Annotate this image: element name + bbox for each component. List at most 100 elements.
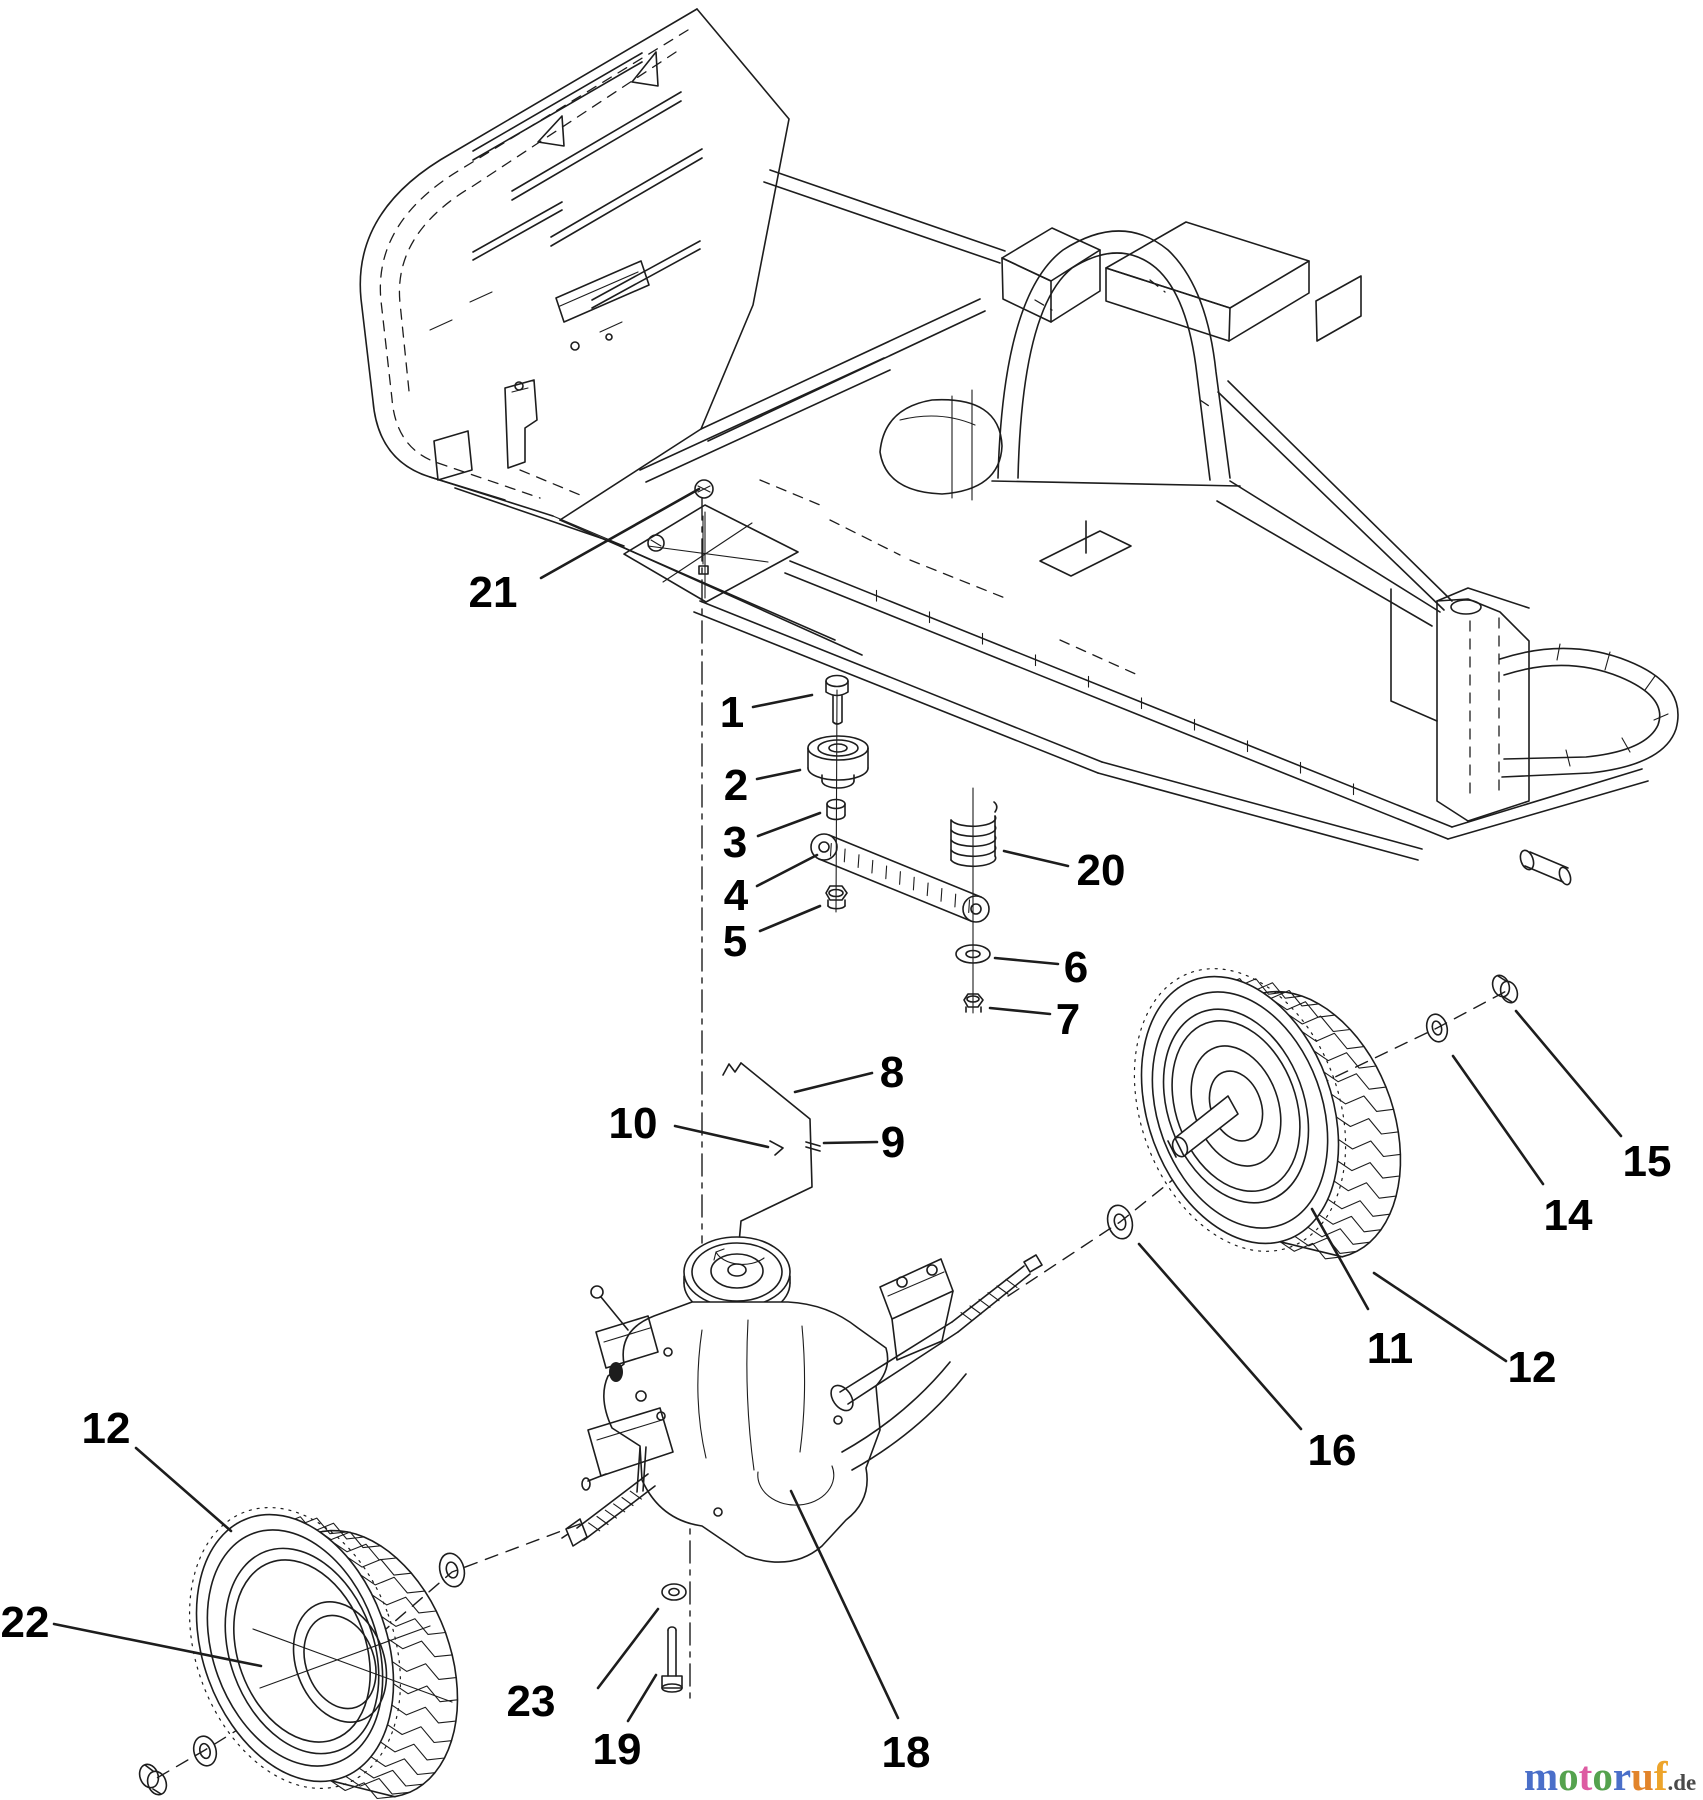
- callout-label-10: 10: [609, 1099, 658, 1148]
- hatch-tick: [613, 1503, 626, 1513]
- tread-chevron: [360, 1574, 426, 1594]
- tread-chevron: [1330, 1093, 1395, 1112]
- callout-label-6: 6: [1064, 943, 1088, 992]
- idler-hardware: [807, 674, 990, 923]
- callout-label-16: 16: [1308, 1426, 1357, 1475]
- hitch-pin: [1519, 849, 1572, 886]
- tread-chevron: [391, 1704, 457, 1724]
- leader-line-10: [673, 1124, 770, 1149]
- callout-label-20: 20: [1077, 846, 1126, 895]
- axle-shaft-left: [561, 1473, 656, 1547]
- leader-lines: [52, 487, 1623, 1723]
- tread-chevron: [1272, 999, 1336, 1018]
- watermark-letter: t: [1578, 1753, 1593, 1799]
- callout-label-5: 5: [723, 917, 747, 966]
- washer-left-outer: [192, 1735, 218, 1767]
- idler-arm-4: [810, 833, 990, 923]
- mounting-plate-21: [623, 479, 799, 603]
- hatch-tick: [885, 865, 888, 880]
- tread-chevron: [386, 1724, 453, 1744]
- leader-line-12: [134, 1446, 233, 1533]
- rear-wheel-right-rim: [1140, 975, 1340, 1245]
- tread-chevron: [392, 1683, 459, 1703]
- hatch-tick: [843, 848, 846, 863]
- callout-label-11: 11: [1367, 1324, 1414, 1373]
- watermark-letter: u: [1631, 1753, 1654, 1799]
- callout-label-1: 1: [720, 688, 744, 737]
- transaxle-18: [561, 1236, 1043, 1563]
- callout-label-12: 12: [82, 1404, 131, 1453]
- callout-label-9: 9: [881, 1118, 905, 1167]
- watermark-letter: r: [1612, 1753, 1632, 1799]
- leader-line-11: [1310, 1207, 1370, 1311]
- callout-label-7: 7: [1056, 995, 1080, 1044]
- leader-line-1: [751, 693, 814, 709]
- hatch-tick: [629, 1490, 642, 1500]
- washer-23: [661, 1583, 687, 1601]
- hatch-tick: [954, 893, 957, 908]
- tread-chevron: [330, 1780, 396, 1800]
- leader-line-9: [822, 1140, 879, 1145]
- hatch-tick: [940, 888, 943, 902]
- hatch-tick: [960, 1312, 973, 1322]
- callout-label-8: 8: [880, 1048, 904, 1097]
- brake-rod-8: [722, 1062, 821, 1244]
- transaxle-bracket: [841, 1258, 967, 1471]
- leader-line-12: [1372, 1271, 1508, 1363]
- callout-label-18: 18: [882, 1728, 931, 1777]
- tread-chevron: [1287, 1013, 1351, 1033]
- leader-line-22: [52, 1622, 263, 1668]
- hatch-tick: [857, 854, 860, 868]
- cotter-clip-10: [769, 1140, 784, 1156]
- spring-20: [950, 801, 998, 868]
- tread-chevron: [1333, 1180, 1397, 1199]
- engine-mount-boxes: [1001, 221, 1362, 342]
- callout-label-19: 19: [593, 1725, 642, 1774]
- watermark-letter: o: [1558, 1753, 1579, 1799]
- tread-chevron: [370, 1756, 436, 1776]
- console-panel: [359, 8, 790, 547]
- hatch-marks: [588, 589, 1355, 1532]
- spring-hardware: [950, 787, 998, 1014]
- leader-line-7: [988, 1006, 1052, 1016]
- washer-14: [1425, 1013, 1449, 1043]
- idler-pulley-2: [807, 735, 869, 789]
- rear-bumper-loop: [1499, 643, 1679, 778]
- washer-6: [955, 944, 991, 964]
- hatch-tick: [1005, 1278, 1018, 1288]
- callout-label-2: 2: [724, 761, 748, 810]
- shift-lever-cluster: [581, 1285, 674, 1493]
- leader-line-6: [993, 956, 1060, 966]
- tread-chevron: [387, 1638, 453, 1658]
- watermark-letter: o: [1592, 1753, 1613, 1799]
- hatch-tick: [596, 1515, 609, 1526]
- tread-chevron: [358, 1767, 424, 1787]
- leader-line-14: [1451, 1054, 1545, 1186]
- tread-chevron: [1323, 1071, 1387, 1090]
- leader-line-5: [758, 904, 822, 933]
- callout-label-15: 15: [1623, 1137, 1672, 1186]
- tread-chevron: [391, 1661, 457, 1680]
- watermark-letter: f: [1653, 1753, 1668, 1799]
- watermark-word: motoruf: [1524, 1753, 1667, 1799]
- bolt-19: [661, 1626, 683, 1693]
- callout-label-12: 12: [1508, 1343, 1557, 1392]
- watermark-suffix: .de: [1667, 1770, 1697, 1795]
- tread-chevron: [1294, 1235, 1358, 1254]
- tread-chevron: [1337, 1160, 1401, 1179]
- leader-line-20: [1002, 849, 1070, 868]
- tread-chevron: [346, 1556, 412, 1576]
- hatch-tick: [588, 1522, 601, 1532]
- hatch-tick: [996, 1285, 1009, 1295]
- washer-left-inner: [438, 1552, 466, 1588]
- tread-chevron: [380, 1615, 447, 1635]
- nut-7: [963, 993, 984, 1013]
- chassis-frame-drawing: [359, 8, 1679, 886]
- transaxle-housing: [603, 1301, 889, 1563]
- leader-line-8: [793, 1071, 874, 1094]
- hatch-tick: [829, 842, 832, 857]
- washer-16: [1106, 1204, 1134, 1240]
